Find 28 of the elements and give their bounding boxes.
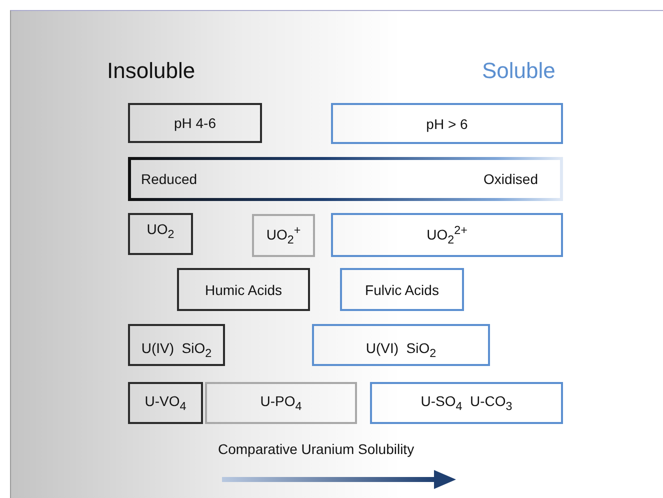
species-box (128, 213, 193, 255)
node-label: pH 4-6 (174, 115, 216, 131)
node-label: Oxidised (484, 171, 538, 187)
node-label: Humic Acids (204, 282, 282, 298)
species-box (252, 214, 315, 257)
gradient-bar (128, 157, 563, 201)
node-label: U-VO$_{4}$ (144, 393, 186, 413)
node-label: U(IV) SiO$_{2}$ (141, 340, 212, 360)
mineral-box (205, 382, 357, 424)
mineral-box (128, 324, 225, 366)
mineral-box (370, 382, 563, 424)
acid-box (177, 268, 310, 311)
side-heading: Insoluble (107, 58, 196, 84)
condition-box (128, 103, 262, 143)
node-label: U(VI) SiO$_{2}$ (366, 340, 436, 360)
node-label: pH > 6 (426, 116, 468, 132)
axis-caption: Comparative Uranium Solubility (218, 441, 414, 457)
node-label: UO$_{2}$ (146, 221, 174, 241)
species-box (331, 213, 563, 257)
node-label: U-PO$_{4}$ (260, 393, 302, 413)
node-label: Reduced (141, 171, 198, 187)
side-heading: Soluble (482, 58, 556, 84)
condition-box (331, 103, 563, 144)
node-label: Fulvic Acids (365, 282, 439, 298)
mineral-box (128, 382, 203, 424)
acid-box (340, 268, 464, 311)
node-label: U-SO$_{4}$ U-CO$_{3}$ (420, 393, 512, 413)
mineral-box (312, 324, 490, 366)
